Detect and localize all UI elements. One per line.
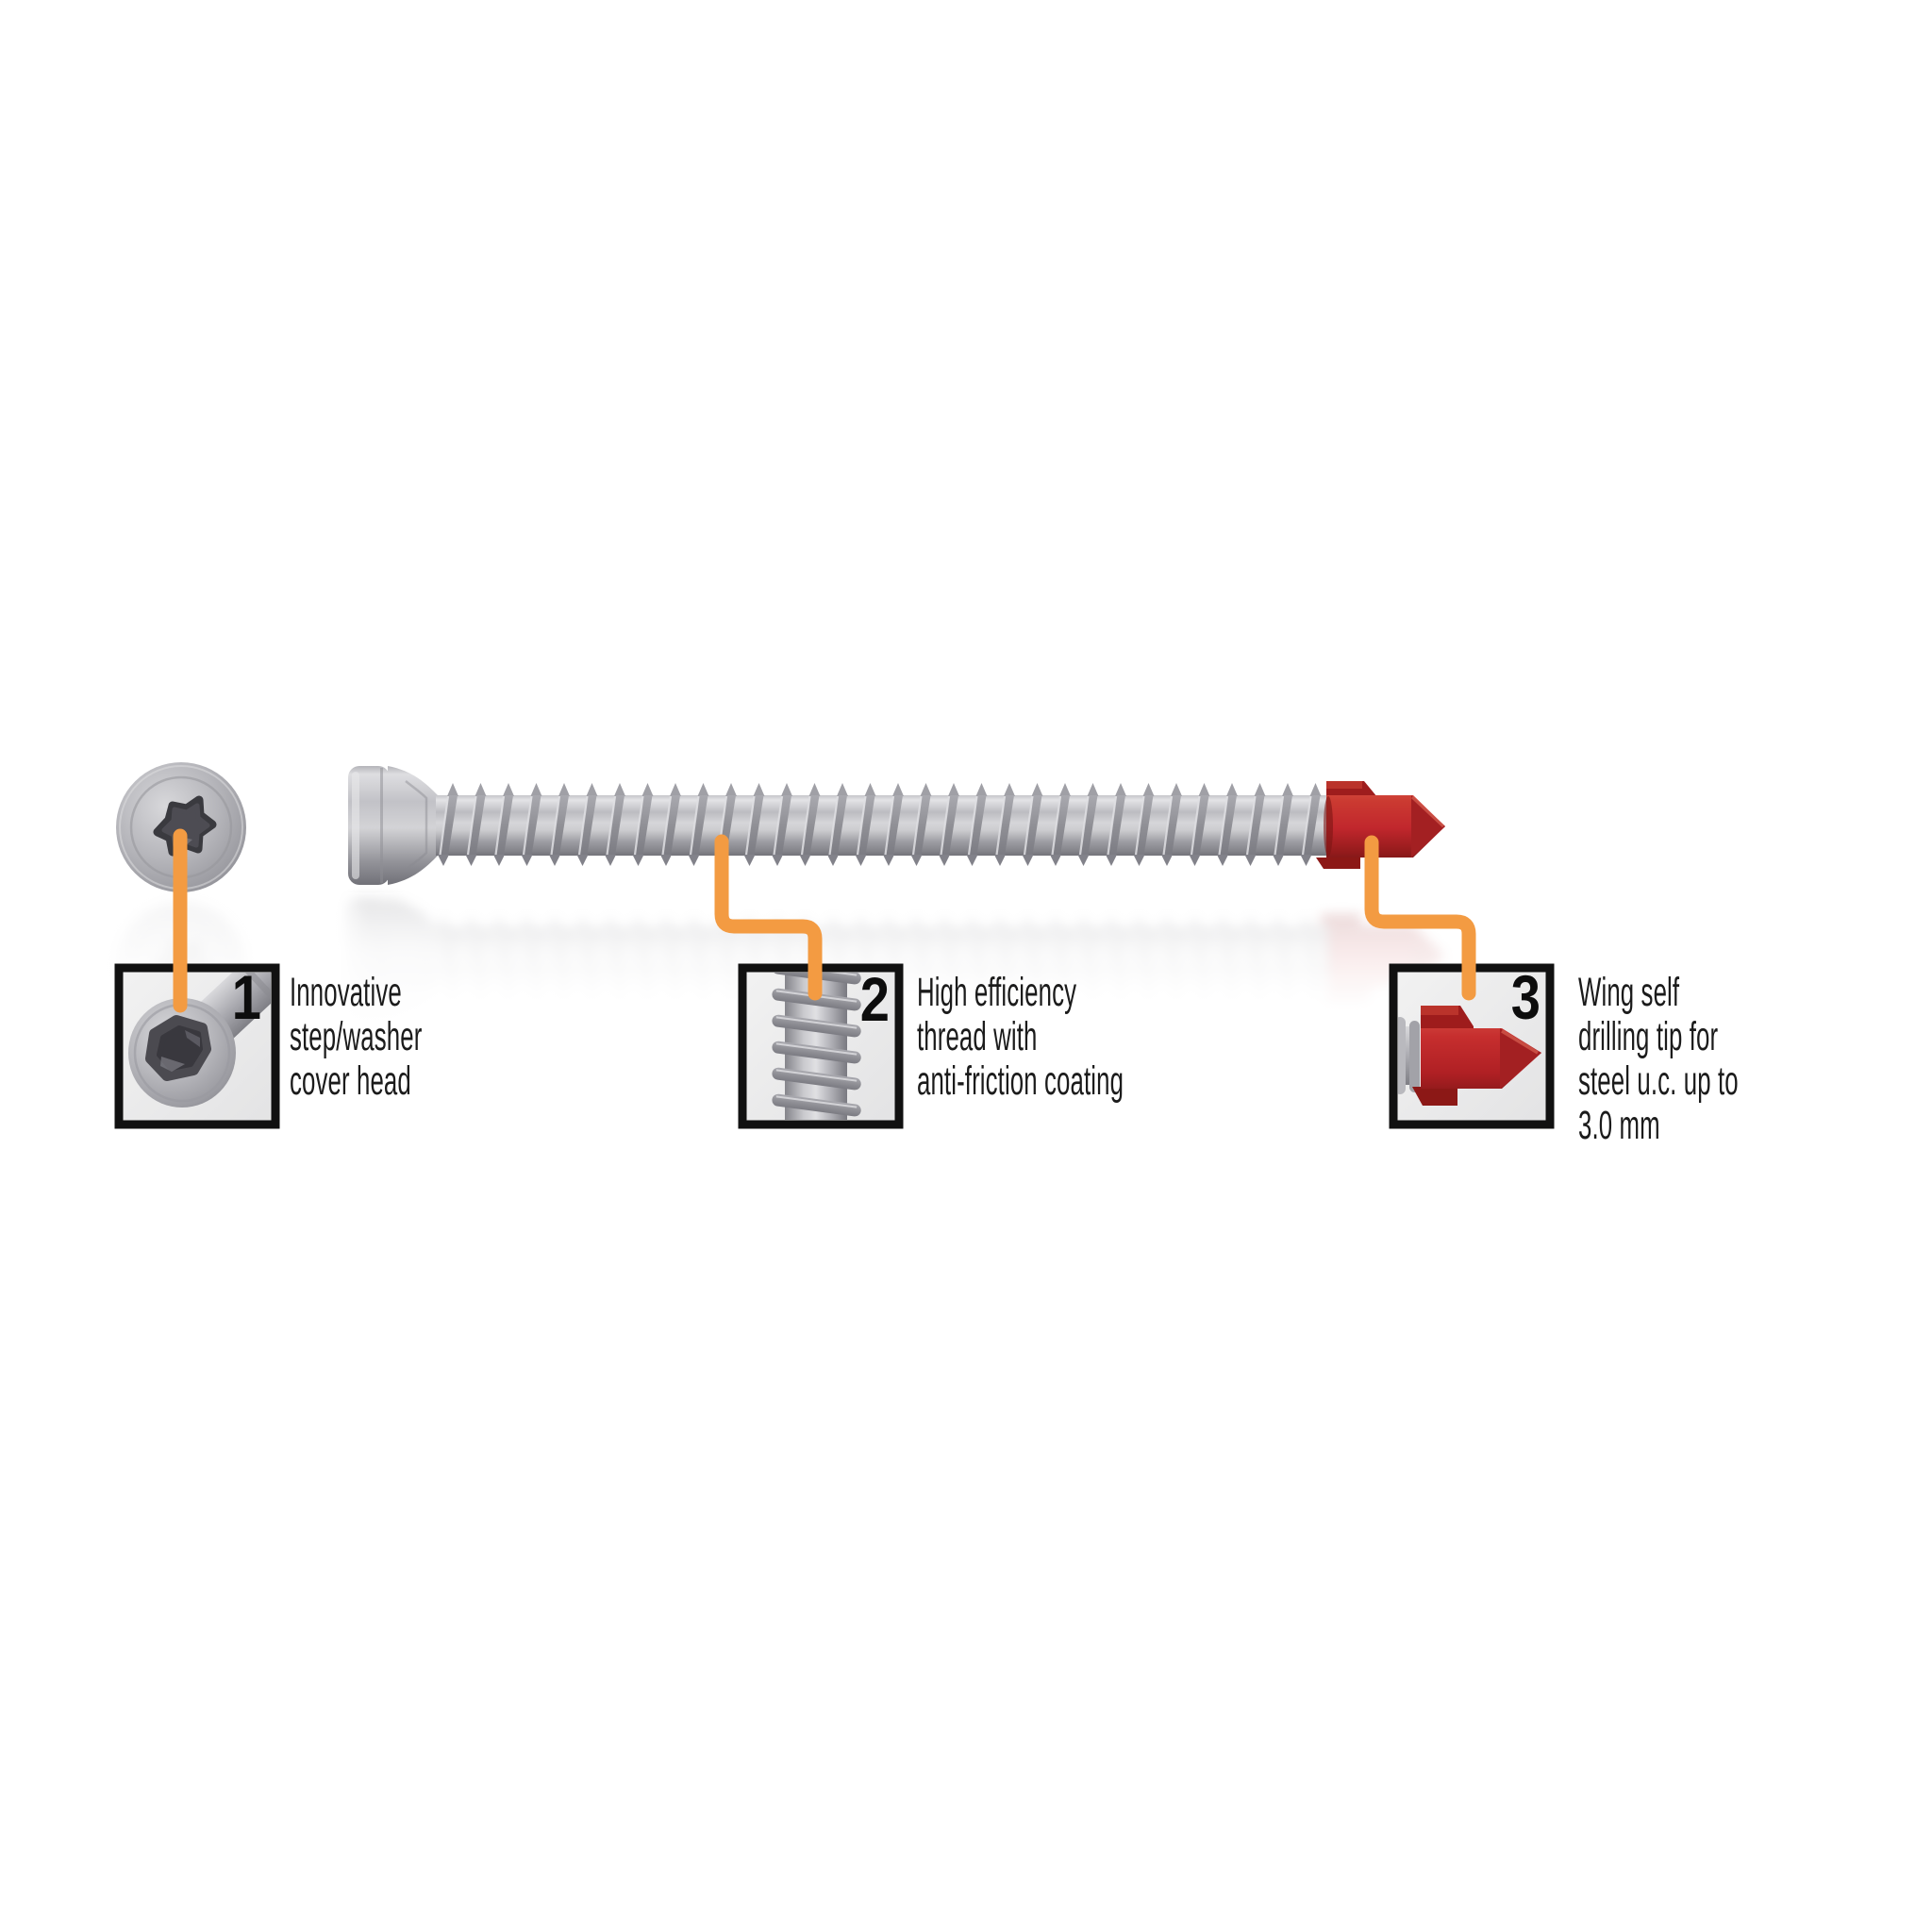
callout-3-line-2: drilling tip for [1578, 1014, 1719, 1059]
callout-3-label: Wing self drilling tip for steel u.c. up… [1578, 971, 1739, 1148]
main-screw-illustration [348, 766, 1445, 885]
callout-2-line-1: High efficiency [917, 970, 1077, 1015]
callout-1-label: Innovative step/washer cover head [290, 971, 422, 1104]
torx-socket-thumbnail [145, 1015, 211, 1081]
callout-box-1 [114, 963, 280, 1129]
callout-3-number: 3 [1510, 962, 1541, 1032]
connector-line-2 [714, 834, 823, 1001]
callout-3-line-4: 3.0 mm [1578, 1103, 1660, 1148]
screw-shank-thread [436, 782, 1334, 867]
callout-box-1-thumbnail [128, 973, 271, 1108]
callout-2-line-2: thread with [917, 1014, 1038, 1059]
callout-1-line-3: cover head [290, 1058, 411, 1104]
drill-tip-thumbnail [1412, 1006, 1541, 1106]
screw-head-flange [348, 766, 438, 885]
callout-2-line-3: anti-friction coating [917, 1058, 1124, 1104]
connector-line-3 [1364, 835, 1476, 1001]
screw-head-end-view [116, 762, 246, 892]
callout-box-3-thumbnail [1398, 1006, 1541, 1106]
callout-1-line-2: step/washer [290, 1014, 423, 1059]
callout-3-line-3: steel u.c. up to [1578, 1058, 1739, 1104]
callout-2-number: 2 [859, 964, 890, 1034]
screw-reflection [0, 892, 1932, 1138]
callout-1-number: 1 [231, 962, 261, 1032]
callout-2-label: High efficiency thread with anti-frictio… [917, 971, 1124, 1104]
callout-3-line-1: Wing self [1578, 970, 1680, 1015]
callout-1-line-1: Innovative [290, 970, 402, 1015]
screw-drill-tip [1316, 781, 1445, 869]
callout-box-3 [1389, 963, 1555, 1129]
